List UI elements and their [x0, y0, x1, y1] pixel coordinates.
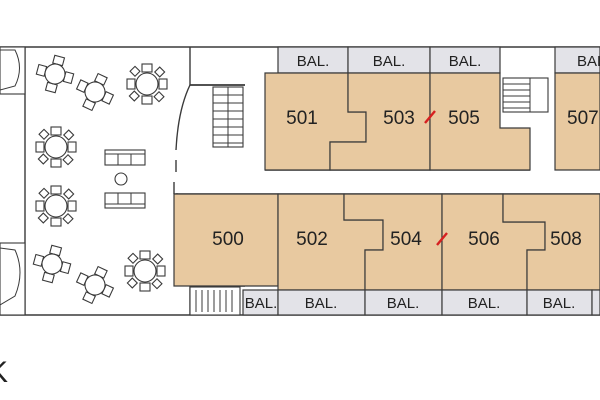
balcony-label: BAL.: [373, 53, 406, 70]
bow-upper-shape: [0, 46, 26, 95]
table-with-chairs-icon: [126, 63, 168, 105]
balcony-501: [277, 46, 349, 74]
balcony-label: BAL.: [245, 295, 278, 312]
table-with-chairs-icon: [35, 54, 75, 94]
balcony-508: [526, 289, 593, 316]
cabin-number-500: 500: [212, 229, 244, 250]
table-with-chairs-icon: [35, 126, 77, 168]
sofa-icon: [104, 149, 146, 166]
table-with-chairs-icon: [75, 265, 115, 305]
balcony-510: [591, 289, 600, 316]
connecting-door-503-505: [424, 110, 436, 124]
cabin-number-503: 503: [383, 108, 415, 129]
cabin-number-504: 504: [390, 229, 422, 250]
forward-staircase: [212, 86, 244, 148]
top-balcony-row: BAL. BAL. BAL. BAL.: [277, 46, 600, 74]
midship-stairs: [502, 77, 549, 113]
table-with-chairs-icon: [32, 244, 72, 284]
cabin-number-502: 502: [296, 229, 328, 250]
sofa-icon: [104, 192, 146, 209]
balcony-label: BAL.: [387, 295, 420, 312]
cabin-number-507: 507: [567, 108, 599, 129]
cabin-number-501: 501: [286, 108, 318, 129]
corridor-walls: [176, 169, 600, 195]
balcony-504: [364, 289, 443, 316]
bow-lower-shape: [0, 242, 26, 316]
top-cabin-row: 501 503 505 507: [264, 72, 600, 171]
table-with-chairs-icon: [35, 185, 77, 227]
lounge-furniture: [104, 149, 146, 209]
balcony-507: [554, 46, 600, 74]
connecting-door-504-506: [436, 232, 448, 246]
coffee-table-icon: [114, 172, 128, 186]
cabin-505: [429, 72, 531, 171]
cabin-508: [502, 193, 600, 291]
cabin-number-508: 508: [550, 229, 582, 250]
cabin-507: [554, 72, 600, 171]
balcony-label: BAL.: [449, 53, 482, 70]
balcony-label: BAL.: [543, 295, 576, 312]
balcony-506: [441, 289, 528, 316]
cabin-number-505: 505: [448, 108, 480, 129]
balcony-label: BAL.: [297, 53, 330, 70]
cabin-number-506: 506: [468, 229, 500, 250]
bottom-cabin-row: 500 502 504 506 508: [173, 193, 600, 291]
balcony-label: BAL.: [468, 295, 501, 312]
lower-stairs: [189, 286, 241, 316]
balcony-505: [429, 46, 501, 74]
table-group: [32, 54, 168, 305]
balcony-label: BAL.: [577, 53, 600, 70]
deck-name-fragment: K: [0, 356, 8, 389]
balcony-502: [277, 289, 366, 316]
balcony-label: BAL.: [305, 295, 338, 312]
table-with-chairs-icon: [124, 250, 166, 292]
table-with-chairs-icon: [75, 72, 115, 112]
bottom-balcony-row: BAL. BAL. BAL. BAL. BAL.: [242, 289, 600, 316]
